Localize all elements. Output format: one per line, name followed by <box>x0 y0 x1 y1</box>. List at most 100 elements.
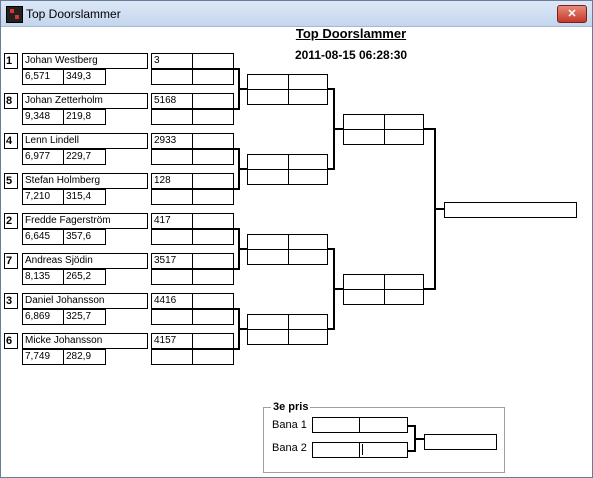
driver-name: Andreas Sjödin <box>22 253 148 269</box>
bracket-line <box>234 68 240 70</box>
driver-name: Micke Johansson <box>22 333 148 349</box>
bracket-line <box>238 168 248 170</box>
car-number: 2933 <box>151 133 193 149</box>
bracket-line <box>238 328 248 330</box>
driver-name: Johan Zetterholm <box>22 93 148 109</box>
third-place-group <box>263 407 505 473</box>
reaction-time: 8,135 <box>22 269 64 285</box>
sf-field[interactable] <box>384 129 424 145</box>
sf-field[interactable] <box>343 289 385 305</box>
final-winner-field[interactable] <box>444 202 577 218</box>
result-field[interactable] <box>151 309 193 325</box>
result-field[interactable] <box>192 133 234 149</box>
car-number: 4416 <box>151 293 193 309</box>
sf-field[interactable] <box>343 114 385 130</box>
top-speed: 315,4 <box>63 189 106 205</box>
third-place-field[interactable] <box>312 442 360 458</box>
result-field[interactable] <box>151 69 193 85</box>
qf-field[interactable] <box>247 74 289 90</box>
result-field[interactable] <box>192 69 234 85</box>
bracket-line <box>234 108 240 110</box>
top-speed: 349,3 <box>63 69 106 85</box>
seed-badge: 3 <box>4 293 18 309</box>
third-place-winner-field[interactable] <box>424 434 497 450</box>
close-button[interactable]: ✕ <box>557 5 587 23</box>
sf-field[interactable] <box>343 274 385 290</box>
result-field[interactable] <box>192 213 234 229</box>
qf-field[interactable] <box>288 249 328 265</box>
result-field[interactable] <box>192 269 234 285</box>
result-field[interactable] <box>192 109 234 125</box>
qf-field[interactable] <box>288 169 328 185</box>
result-field[interactable] <box>192 53 234 69</box>
page-title: Top Doorslammer <box>295 26 407 41</box>
qf-field[interactable] <box>288 314 328 330</box>
qf-field[interactable] <box>247 154 289 170</box>
qf-field[interactable] <box>247 314 289 330</box>
reaction-time: 6,571 <box>22 69 64 85</box>
driver-name: Johan Westberg <box>22 53 148 69</box>
driver-name: Daniel Johansson <box>22 293 148 309</box>
bracket-line <box>234 348 240 350</box>
bracket-area: Top Doorslammer 2011-08-15 06:28:30 3e p… <box>3 26 590 475</box>
driver-name: Stefan Holmberg <box>22 173 148 189</box>
qf-field[interactable] <box>288 329 328 345</box>
top-speed: 229,7 <box>63 149 106 165</box>
qf-field[interactable] <box>247 89 289 105</box>
bracket-line <box>408 450 416 452</box>
app-icon <box>6 6 23 23</box>
result-field[interactable] <box>192 333 234 349</box>
qf-field[interactable] <box>247 234 289 250</box>
bracket-line <box>333 288 343 290</box>
car-number: 4157 <box>151 333 193 349</box>
qf-field[interactable] <box>247 169 289 185</box>
sf-field[interactable] <box>384 114 424 130</box>
sf-field[interactable] <box>384 274 424 290</box>
third-place-field[interactable] <box>359 442 408 458</box>
result-field[interactable] <box>151 269 193 285</box>
result-field[interactable] <box>151 229 193 245</box>
third-place-field[interactable] <box>312 417 360 433</box>
result-field[interactable] <box>151 109 193 125</box>
reaction-time: 6,869 <box>22 309 64 325</box>
result-field[interactable] <box>151 349 193 365</box>
car-number: 3 <box>151 53 193 69</box>
result-field[interactable] <box>192 253 234 269</box>
reaction-time: 7,210 <box>22 189 64 205</box>
third-place-title: 3e pris <box>271 401 311 413</box>
seed-badge: 1 <box>4 53 18 69</box>
result-field[interactable] <box>192 93 234 109</box>
qf-field[interactable] <box>288 234 328 250</box>
bracket-line <box>424 288 436 290</box>
result-field[interactable] <box>192 229 234 245</box>
title-bar[interactable]: Top Doorslammer ✕ <box>1 1 592 27</box>
bracket-line <box>414 438 424 440</box>
bracket-line <box>424 128 436 130</box>
reaction-time: 7,749 <box>22 349 64 365</box>
car-number: 3517 <box>151 253 193 269</box>
driver-name: Lenn Lindell <box>22 133 148 149</box>
bracket-line <box>234 308 240 310</box>
seed-badge: 2 <box>4 213 18 229</box>
top-speed: 265,2 <box>63 269 106 285</box>
result-field[interactable] <box>192 149 234 165</box>
sf-field[interactable] <box>384 289 424 305</box>
result-field[interactable] <box>192 349 234 365</box>
qf-field[interactable] <box>247 329 289 345</box>
result-field[interactable] <box>192 309 234 325</box>
qf-field[interactable] <box>288 89 328 105</box>
sf-field[interactable] <box>343 129 385 145</box>
bracket-line <box>333 128 343 130</box>
result-field[interactable] <box>151 189 193 205</box>
qf-field[interactable] <box>288 74 328 90</box>
third-place-field[interactable] <box>359 417 408 433</box>
qf-field[interactable] <box>247 249 289 265</box>
result-field[interactable] <box>192 293 234 309</box>
event-datetime: 2011-08-15 06:28:30 <box>294 48 408 62</box>
result-field[interactable] <box>151 149 193 165</box>
top-speed: 325,7 <box>63 309 106 325</box>
qf-field[interactable] <box>288 154 328 170</box>
result-field[interactable] <box>192 173 234 189</box>
result-field[interactable] <box>192 189 234 205</box>
